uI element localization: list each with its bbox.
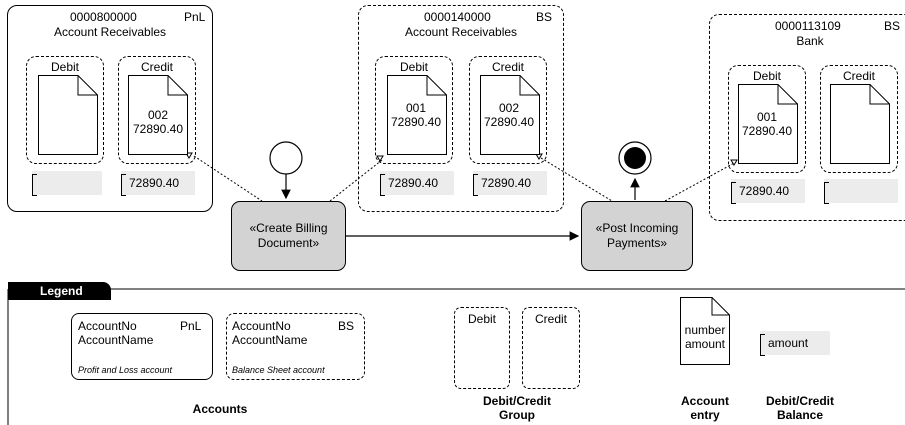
debit-group <box>375 56 453 164</box>
entry-number: 002 <box>147 108 169 122</box>
legend-account-desc: Balance Sheet account <box>232 365 325 375</box>
entry-number: 002 <box>498 101 520 115</box>
account-number: 0000140000 <box>424 10 491 24</box>
credit-label: Credit <box>491 60 524 74</box>
account-type: BS <box>536 10 553 24</box>
account-number: 0000800000 <box>70 10 137 24</box>
legend-group-caption-line2: Group <box>499 408 535 422</box>
legend-balance-caption-line1: Debit/Credit <box>765 394 834 408</box>
legend-account-desc: Profit and Loss account <box>78 365 173 375</box>
document-icon <box>387 75 447 155</box>
debit-group <box>728 65 806 173</box>
action-label-line2: Document» <box>257 236 320 250</box>
entry-amount: 72890.40 <box>132 122 184 136</box>
account-pnl <box>7 5 213 212</box>
debit-group <box>26 56 104 164</box>
debit-balance <box>32 170 102 196</box>
account-type: BS <box>884 19 901 33</box>
action-label-line1: «Create Billing <box>249 221 328 235</box>
document-icon <box>830 84 890 164</box>
legend-account-name: AccountName <box>78 333 154 347</box>
debit-balance: 72890.40 <box>380 170 454 196</box>
legend-entry-caption-line2: entry <box>690 408 720 422</box>
legend-account-type: BS <box>338 319 355 333</box>
document-icon <box>128 75 188 155</box>
credit-group <box>118 56 196 164</box>
link-credit-to-payments <box>540 157 613 202</box>
legend-group-caption-line1: Debit/Credit <box>482 394 551 408</box>
account-number: 0000113109 <box>775 19 841 33</box>
legend-pnl-account <box>71 313 213 380</box>
credit-label: Credit <box>842 69 875 83</box>
legend-balance-caption-line2: Balance <box>776 408 824 422</box>
legend-balance: amount <box>760 330 830 356</box>
credit-balance: 72890.40 <box>121 170 195 196</box>
link-credit-to-billing <box>193 155 263 202</box>
debit-label: Debit <box>50 60 79 74</box>
legend-debit-label: Debit <box>467 312 496 326</box>
document-icon <box>38 75 98 155</box>
initial-node <box>269 141 303 175</box>
entry-amount: 72890.40 <box>483 115 535 129</box>
document-icon <box>738 84 798 164</box>
credit-balance <box>824 178 898 204</box>
entry-number: 001 <box>405 101 427 115</box>
credit-group <box>469 56 547 164</box>
account-bank <box>709 14 905 221</box>
debit-label: Debit <box>399 60 428 74</box>
legend-bs-account <box>226 313 365 380</box>
entry-amount: 72890.40 <box>741 124 793 138</box>
credit-balance: 72890.40 <box>473 170 547 196</box>
legend-account-type: PnL <box>180 319 202 333</box>
legend-account-no: AccountNo <box>232 319 291 333</box>
legend-title: Legend <box>40 284 83 298</box>
legend-credit-group <box>522 307 580 389</box>
final-node-core <box>624 147 646 169</box>
account-type: PnL <box>184 10 206 24</box>
legend-credit-label: Credit <box>534 312 567 326</box>
account-bs <box>358 5 564 212</box>
credit-label: Credit <box>140 60 173 74</box>
action-label-line2: Payments» <box>606 236 668 250</box>
legend-tab <box>8 282 111 300</box>
entry-number: 001 <box>756 110 778 124</box>
legend-accounts-caption: Accounts <box>192 402 248 416</box>
credit-group <box>820 65 898 173</box>
document-icon <box>680 297 730 365</box>
legend-entry-caption-line1: Account <box>681 394 729 408</box>
action-label-line1: «Post Incoming <box>595 221 679 235</box>
account-name: Bank <box>796 34 824 48</box>
account-name: Account Receivables <box>404 25 518 39</box>
debit-label: Debit <box>752 69 781 83</box>
link-payments-to-bank-debit <box>664 161 737 202</box>
legend-account-name: AccountName <box>232 333 308 347</box>
legend-account-no: AccountNo <box>78 319 137 333</box>
document-icon <box>480 75 540 155</box>
link-billing-to-debit <box>329 159 383 202</box>
debit-balance: 72890.40 <box>731 178 805 204</box>
legend-entry-amount: amount <box>684 337 726 351</box>
account-name: Account Receivables <box>53 25 167 39</box>
entry-link-marker-4 <box>730 159 738 166</box>
legend-entry-number: number <box>684 323 726 337</box>
legend-debit-group <box>454 307 510 389</box>
entry-amount: 72890.40 <box>390 115 442 129</box>
